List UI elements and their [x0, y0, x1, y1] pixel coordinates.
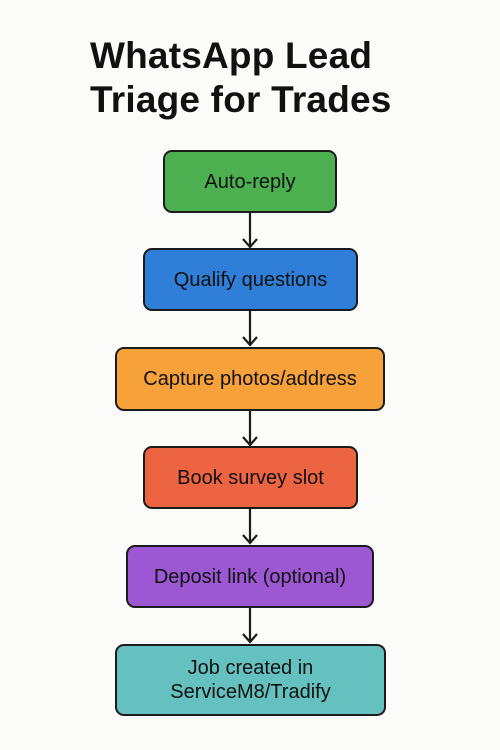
title-line-2: Triage for Trades: [90, 79, 392, 120]
arrow-down-icon: [242, 213, 258, 249]
step-auto-reply: Auto-reply: [163, 150, 337, 213]
step-capture-photos-address: Capture photos/address: [115, 347, 385, 411]
step-label: Capture photos/address: [143, 368, 357, 390]
step-book-survey-slot: Book survey slot: [143, 446, 358, 509]
step-label: Auto-reply: [204, 170, 296, 193]
step-label: Job created in ServiceM8/Tradify: [170, 657, 331, 703]
step-qualify-questions: Qualify questions: [143, 248, 358, 311]
title-line-1: WhatsApp Lead: [90, 35, 373, 76]
arrow-down-icon: [242, 411, 258, 447]
arrow-down-icon: [242, 608, 258, 644]
arrow-down-icon: [242, 509, 258, 545]
step-label: Deposit link (optional): [153, 565, 347, 588]
step-label: Qualify questions: [173, 268, 328, 291]
step-job-created: Job created in ServiceM8/Tradify: [115, 644, 386, 716]
arrow-down-icon: [242, 311, 258, 347]
step-deposit-link: Deposit link (optional): [126, 545, 374, 608]
step-label: Book survey slot: [177, 466, 324, 489]
diagram-title: WhatsApp Lead Triage for Trades: [90, 34, 450, 122]
